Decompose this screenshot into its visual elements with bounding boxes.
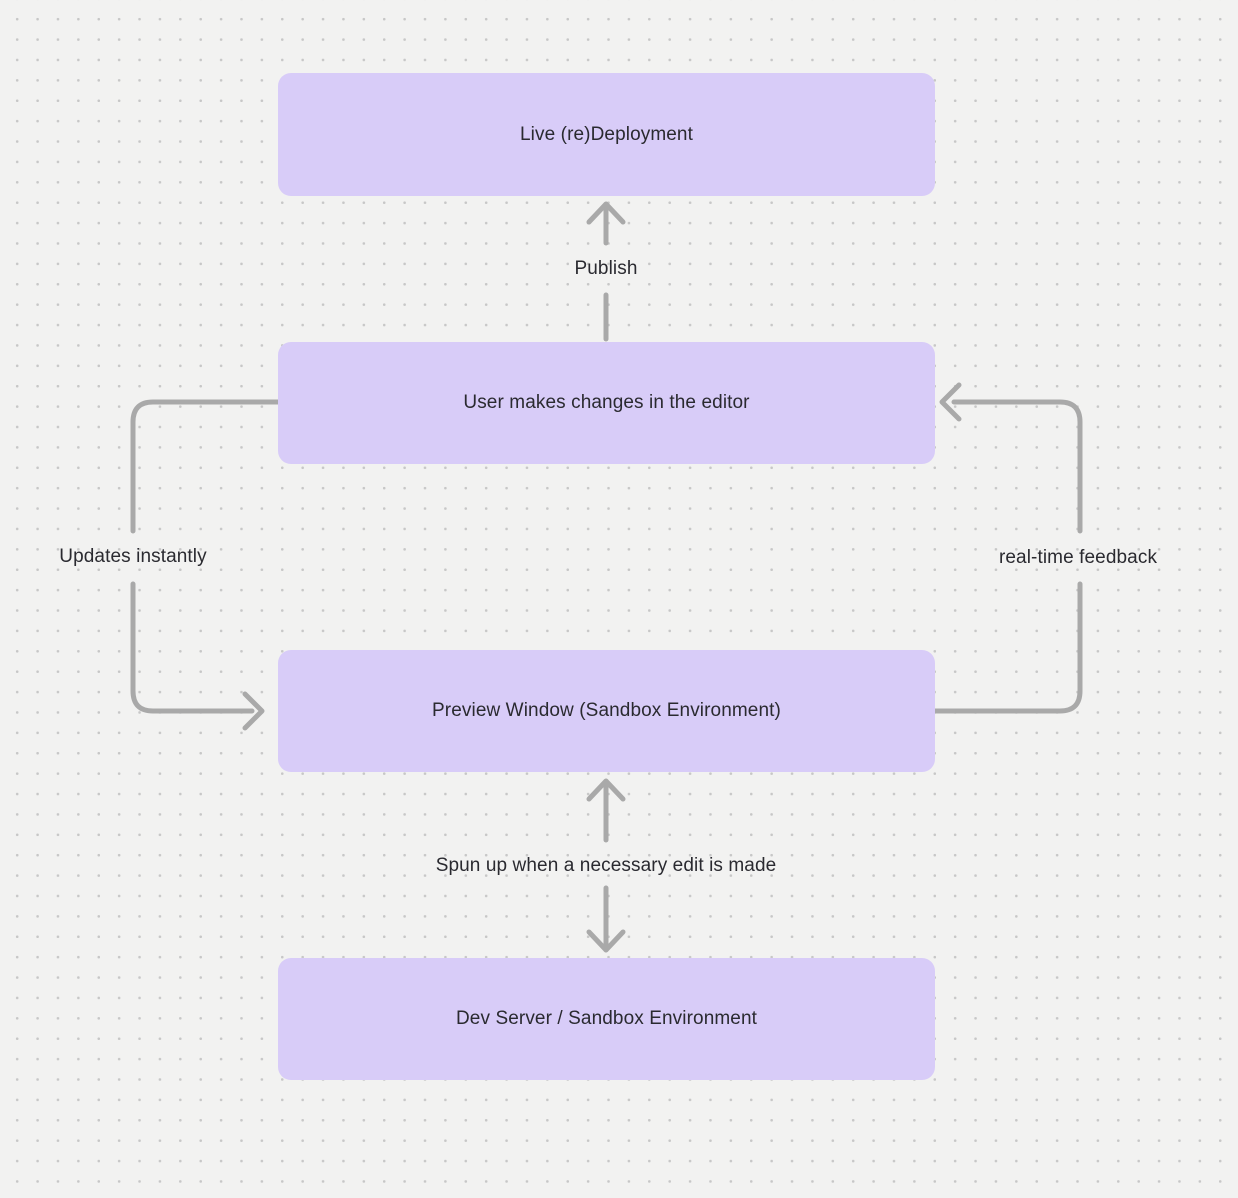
edge-label-spun-up: Spun up when a necessary edit is made	[435, 855, 777, 876]
edge-label-publish: Publish	[574, 258, 638, 279]
node-preview-window: Preview Window (Sandbox Environment)	[278, 650, 935, 772]
node-user-editor-label: User makes changes in the editor	[463, 392, 750, 413]
node-preview-window-label: Preview Window (Sandbox Environment)	[432, 700, 781, 721]
spun-up-arrow-up-icon	[586, 778, 626, 843]
node-live-redeployment: Live (re)Deployment	[278, 73, 935, 196]
node-user-editor: User makes changes in the editor	[278, 342, 935, 464]
node-dev-server-label: Dev Server / Sandbox Environment	[455, 1008, 757, 1029]
edge-label-updates-instantly: Updates instantly	[59, 546, 207, 567]
spun-up-arrow-down-icon	[586, 885, 626, 953]
edge-label-realtime-feedback: real-time feedback	[998, 547, 1158, 568]
node-live-redeployment-label: Live (re)Deployment	[520, 123, 693, 145]
node-dev-server: Dev Server / Sandbox Environment	[278, 958, 935, 1080]
